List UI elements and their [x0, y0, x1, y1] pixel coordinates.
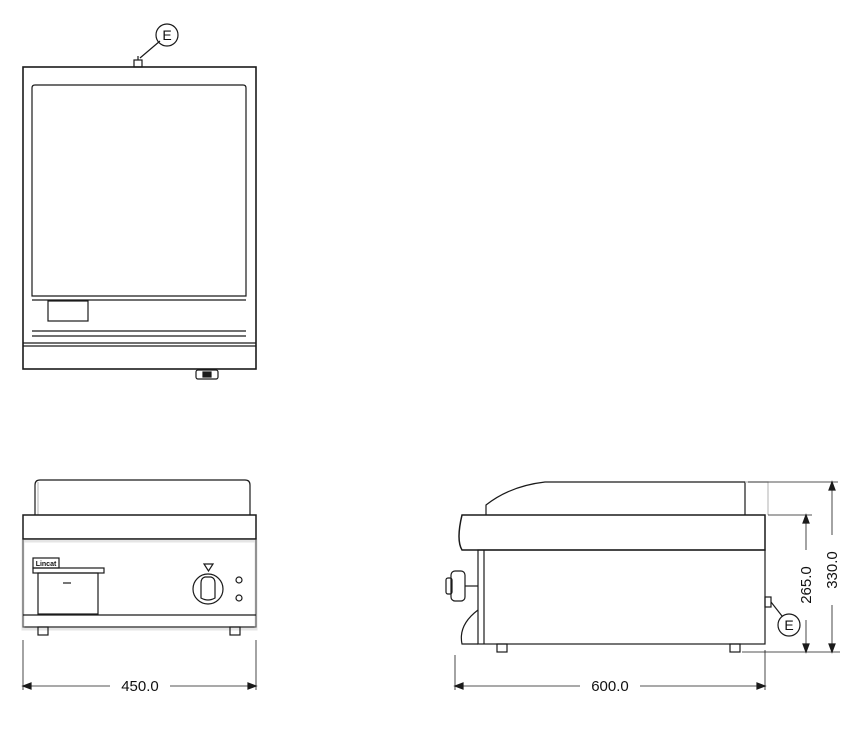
brand-logo-text: Lincat: [36, 561, 57, 568]
top-view-drawer-panel: [47, 300, 89, 322]
side-view-callout-leader: [770, 601, 783, 617]
side-view-foot-back: [729, 643, 741, 653]
top-view-knob-center: [202, 371, 212, 378]
side-view-knob: [450, 570, 466, 602]
side-view-foot-front: [496, 643, 508, 653]
top-view-knob: [195, 369, 219, 380]
front-view-drip-tray-lip: [32, 567, 105, 574]
front-view-splash: [34, 479, 251, 515]
top-view-callout-circle: [155, 23, 179, 47]
top-view-callout-label: E: [162, 27, 171, 43]
dim-450-arrow-left: [21, 682, 32, 690]
side-view-lower-front: [460, 609, 479, 645]
dim-body-height-label: 265.0: [798, 566, 815, 604]
front-view-indicator-triangle: [202, 563, 215, 573]
dim-front-width-label: 450.0: [121, 678, 159, 695]
dim-265-arrow-top: [802, 513, 810, 524]
dim-330-arrow-top: [828, 480, 836, 491]
top-view: [22, 23, 257, 380]
front-view-drip-tray: [37, 572, 99, 615]
dim-overall-height-label: 330.0: [824, 551, 841, 589]
front-view-body: [22, 538, 257, 628]
front-view: [21, 479, 258, 690]
front-view-neon-1: [235, 576, 243, 584]
control-knob: [192, 573, 224, 605]
front-view-foot-right: [229, 626, 241, 636]
top-view-callout-leader: [139, 40, 161, 59]
dim-600-arrow-right: [756, 682, 767, 690]
dim-330-arrow-bottom: [828, 643, 836, 654]
side-view: [445, 480, 840, 690]
dim-265-arrow-bottom: [802, 643, 810, 654]
dim-450-arrow-right: [247, 682, 258, 690]
control-knob-grip: [200, 576, 216, 601]
side-view-terminal: [764, 596, 772, 608]
front-view-body-shadow: [21, 539, 258, 631]
top-view-outline: [22, 66, 257, 370]
side-view-callout-label: E: [784, 617, 793, 633]
front-view-neon-2: [235, 594, 243, 602]
side-view-callout-circle: [777, 613, 801, 637]
side-view-top-plate: [458, 514, 766, 551]
front-view-top-plate: [22, 514, 257, 540]
dim-side-depth-label: 600.0: [591, 678, 629, 695]
side-view-body: [477, 549, 766, 645]
top-view-terminal: [133, 59, 143, 68]
side-view-splash: [485, 481, 746, 515]
front-view-foot-left: [37, 626, 49, 636]
side-view-knob-cap: [445, 577, 453, 595]
side-view-splash-shadow: [745, 481, 769, 515]
top-view-griddle-plate: [31, 84, 247, 297]
dim-600-arrow-left: [453, 682, 464, 690]
